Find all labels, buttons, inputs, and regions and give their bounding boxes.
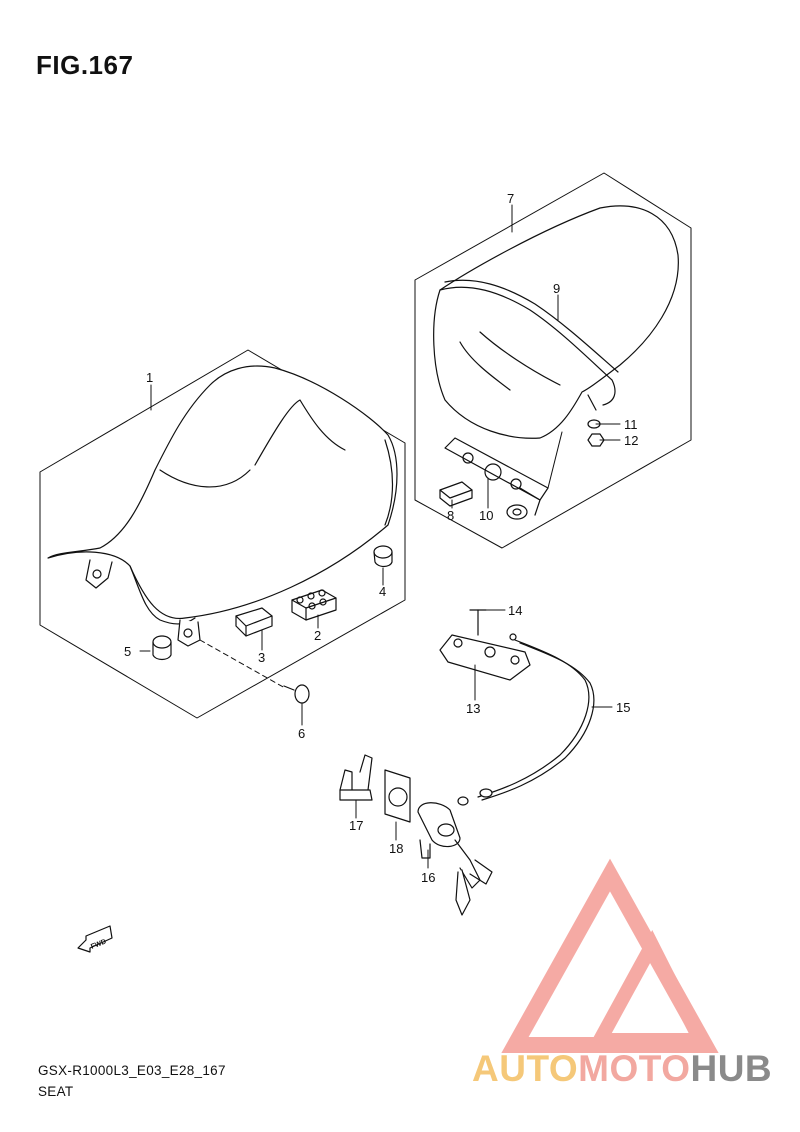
seat-lock-cable-part-15	[457, 633, 595, 806]
front-seat-part	[47, 365, 398, 647]
pad-part-3	[235, 607, 273, 637]
watermark-hub: HUB	[690, 1048, 773, 1089]
callout-8: 8	[447, 508, 454, 523]
callout-7: 7	[507, 191, 514, 206]
callout-1: 1	[146, 370, 153, 385]
lock-bracket-part-13	[439, 634, 531, 681]
callout-14: 14	[508, 603, 522, 618]
plate-part-18	[384, 769, 411, 823]
watermark-text: AUTOMOTOHUB	[472, 1048, 772, 1090]
screw-part-14	[469, 609, 487, 636]
front-seat-group-frame	[39, 349, 406, 719]
rear-cowl-group-frame	[414, 172, 692, 549]
pad-part-8	[439, 481, 473, 507]
figure-name: SEAT	[38, 1084, 74, 1099]
leader-lines	[139, 204, 621, 869]
bracket-part-10	[444, 431, 563, 520]
watermark-auto: AUTO	[472, 1048, 579, 1089]
damper-part-2	[291, 589, 337, 621]
callout-5: 5	[124, 644, 131, 659]
callout-labels: 1 2 3 4 5 6 7 8 9 10 11 12 13 14 15 16 1…	[124, 191, 638, 885]
callout-13: 13	[466, 701, 480, 716]
callout-10: 10	[479, 508, 493, 523]
callout-12: 12	[624, 433, 638, 448]
fwd-arrow-icon	[77, 925, 113, 953]
cushion-part-4	[373, 545, 393, 568]
rear-seat-cowl-part	[433, 205, 679, 439]
figure-title: FIG.167	[36, 50, 134, 80]
callout-9: 9	[553, 281, 560, 296]
callout-17: 17	[349, 818, 363, 833]
callout-18: 18	[389, 841, 403, 856]
cushion-part-5	[152, 635, 172, 661]
callout-15: 15	[616, 700, 630, 715]
callout-4: 4	[379, 584, 386, 599]
callout-6: 6	[298, 726, 305, 741]
figure-code: GSX-R1000L3_E03_E28_167	[38, 1063, 226, 1078]
callout-3: 3	[258, 650, 265, 665]
callout-16: 16	[421, 870, 435, 885]
lock-set-part-16	[417, 802, 493, 916]
bolt-part-6	[199, 639, 310, 704]
watermark-moto: MOTO	[578, 1048, 691, 1089]
callout-2: 2	[314, 628, 321, 643]
holder-part-17	[339, 754, 373, 801]
callout-11: 11	[624, 417, 638, 432]
watermark-logo	[501, 858, 719, 1053]
